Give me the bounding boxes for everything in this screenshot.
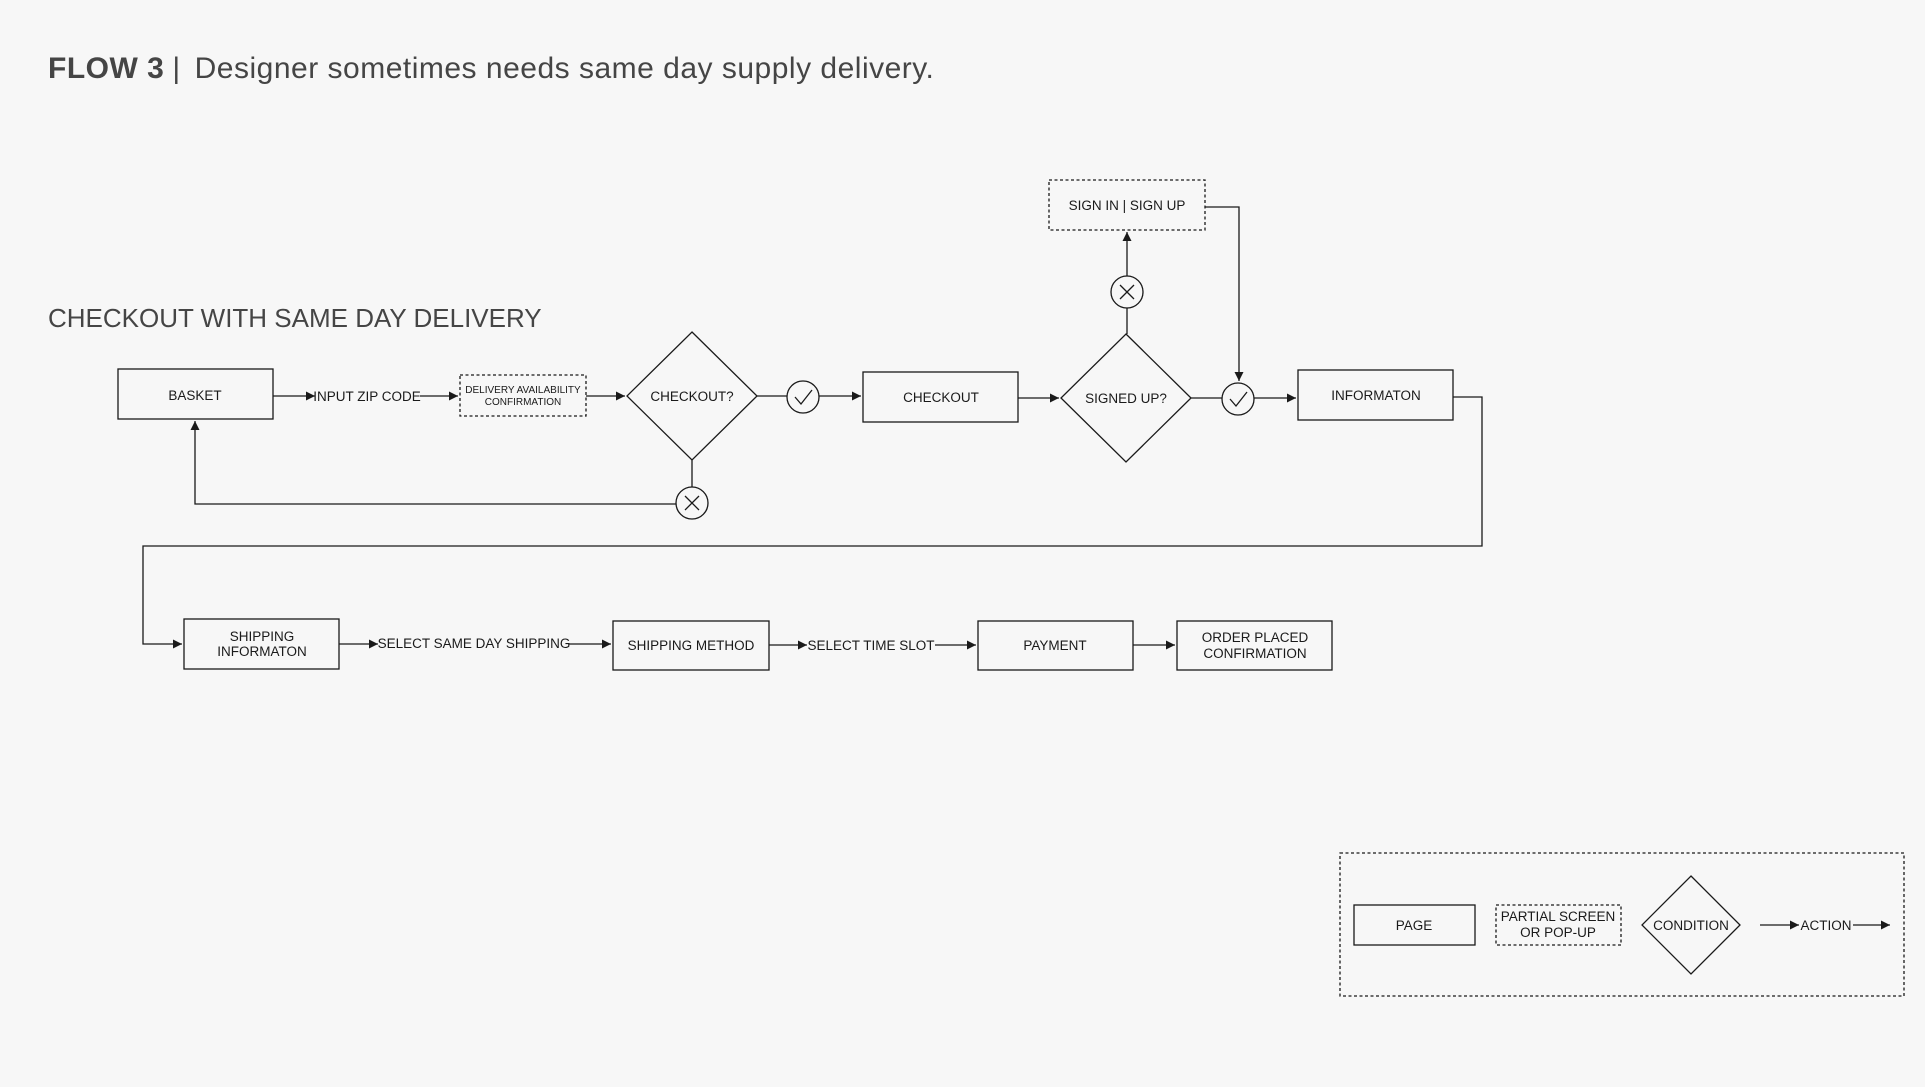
legend-page-label: PAGE [1396,918,1433,933]
flow-header: FLOW 3| Designer sometimes needs same day… [48,52,934,86]
checkout-condition-label: CHECKOUT? [650,389,733,404]
connector-no-to-basket [190,421,676,505]
checkout-label: CHECKOUT [903,390,979,405]
delivery-confirmation-label-line2: CONFIRMATION [485,397,561,408]
order-placed-label-line1: ORDER PLACED [1202,630,1309,645]
sign-in-popup-box [1048,179,1206,231]
legend-partial-label-line2: OR POP-UP [1520,925,1596,940]
select-same-day-label: SELECT SAME DAY SHIPPING [378,636,571,651]
section-title: CHECKOUT WITH SAME DAY DELIVERY [48,303,542,333]
order-placed-page-box [1176,620,1333,671]
payment-label: PAYMENT [1023,638,1086,653]
input-zip-label: INPUT ZIP CODE [313,389,421,404]
legend-frame [1339,852,1905,997]
basket-label: BASKET [168,388,221,403]
checkout-yes-marker [786,380,820,414]
legend-condition-label: CONDITION [1653,918,1729,933]
delivery-confirmation-label-line1: DELIVERY AVAILABILITY [465,385,581,396]
signed-up-yes-marker [1221,382,1255,416]
legend-page-box [1353,904,1476,946]
cross-icon [684,495,700,511]
cross-icon [1119,284,1135,300]
header-separator: | [172,52,181,85]
connector-information-to-shipping-information [142,396,1483,649]
connector-sign-in-to-yes [1205,206,1244,381]
select-time-slot-label: SELECT TIME SLOT [807,638,934,653]
shipping-information-label-line1: SHIPPING [230,629,295,644]
check-icon [1229,391,1248,408]
basket-page-box [117,368,274,420]
sign-in-label: SIGN IN | SIGN UP [1069,198,1186,213]
flow-label: FLOW 3 [48,52,165,85]
information-label: INFORMATON [1331,388,1421,403]
information-page-box [1297,369,1454,421]
flow-description: Designer sometimes needs same day supply… [194,52,935,85]
delivery-confirmation-popup-box [459,374,587,417]
signed-up-condition-diamond [1060,333,1192,463]
checkout-page-box [862,371,1019,423]
order-placed-label-line2: CONFIRMATION [1203,646,1306,661]
check-icon [794,389,813,406]
shipping-method-label: SHIPPING METHOD [628,638,755,653]
signed-up-condition-label: SIGNED UP? [1085,391,1167,406]
legend-partial-label-line1: PARTIAL SCREEN [1501,909,1616,924]
shipping-information-label-line2: INFORMATON [217,644,307,659]
legend-partial-box [1495,904,1622,946]
legend-action-label: ACTION [1800,918,1851,933]
legend-condition-diamond [1641,875,1741,975]
